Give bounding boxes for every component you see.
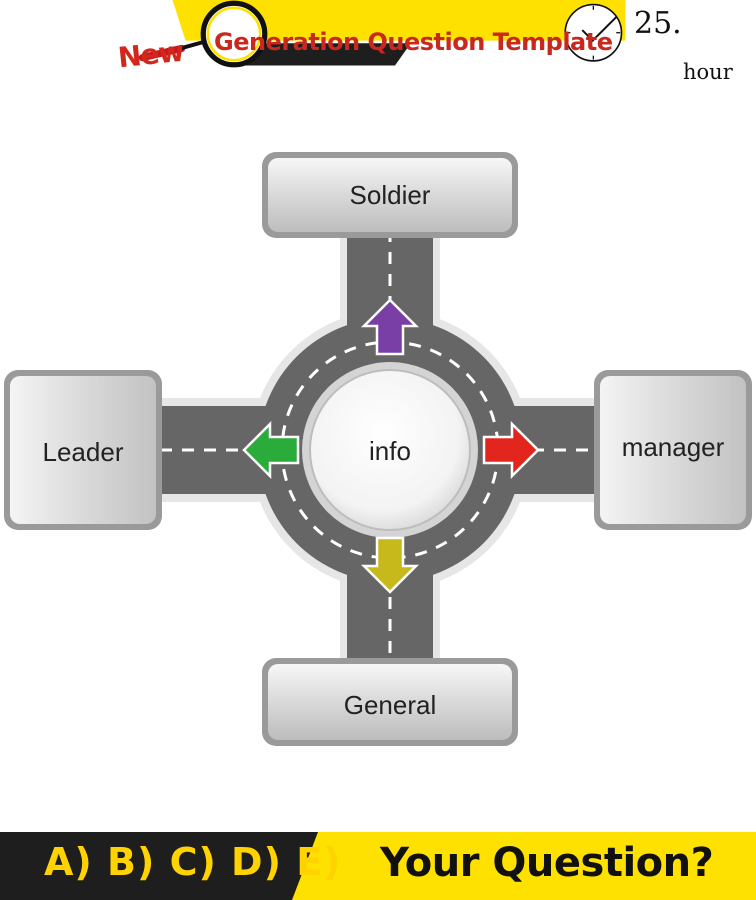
footer-band [0,832,756,900]
magnifier-icon [200,0,268,68]
node-box-left [10,376,156,524]
node-label-top: Soldier [349,180,431,210]
clock-icon [564,3,623,62]
clock-unit: hour [683,60,733,84]
center-label: info [369,436,411,466]
clock-number: 25. [634,6,682,41]
node-label-bottom: General [343,690,437,720]
arrow-up-icon [360,298,420,356]
arrow-down-icon [360,536,420,594]
node-box-top [268,158,512,232]
page-title: Generation Question Template [214,28,613,56]
center-hub [309,369,471,531]
node-box-bottom [268,664,512,740]
footer-dark-band [0,832,318,900]
page-subtitle: NEW DESIGN [212,70,381,98]
header-banner [138,0,626,68]
arrow-left-icon [242,420,300,480]
magnifier-handle [138,44,186,62]
node-label-left: Leader [42,437,124,467]
node-box-right [600,376,746,524]
yellow-header-band [172,0,626,41]
question-text: Your Question? [380,840,714,886]
checkmark-icon [581,16,617,42]
answer-options: A) B) C) D) E) [44,840,342,884]
node-label-right: manager [621,432,725,462]
subtitle-bar [239,43,411,66]
arrow-right-icon [482,420,540,480]
